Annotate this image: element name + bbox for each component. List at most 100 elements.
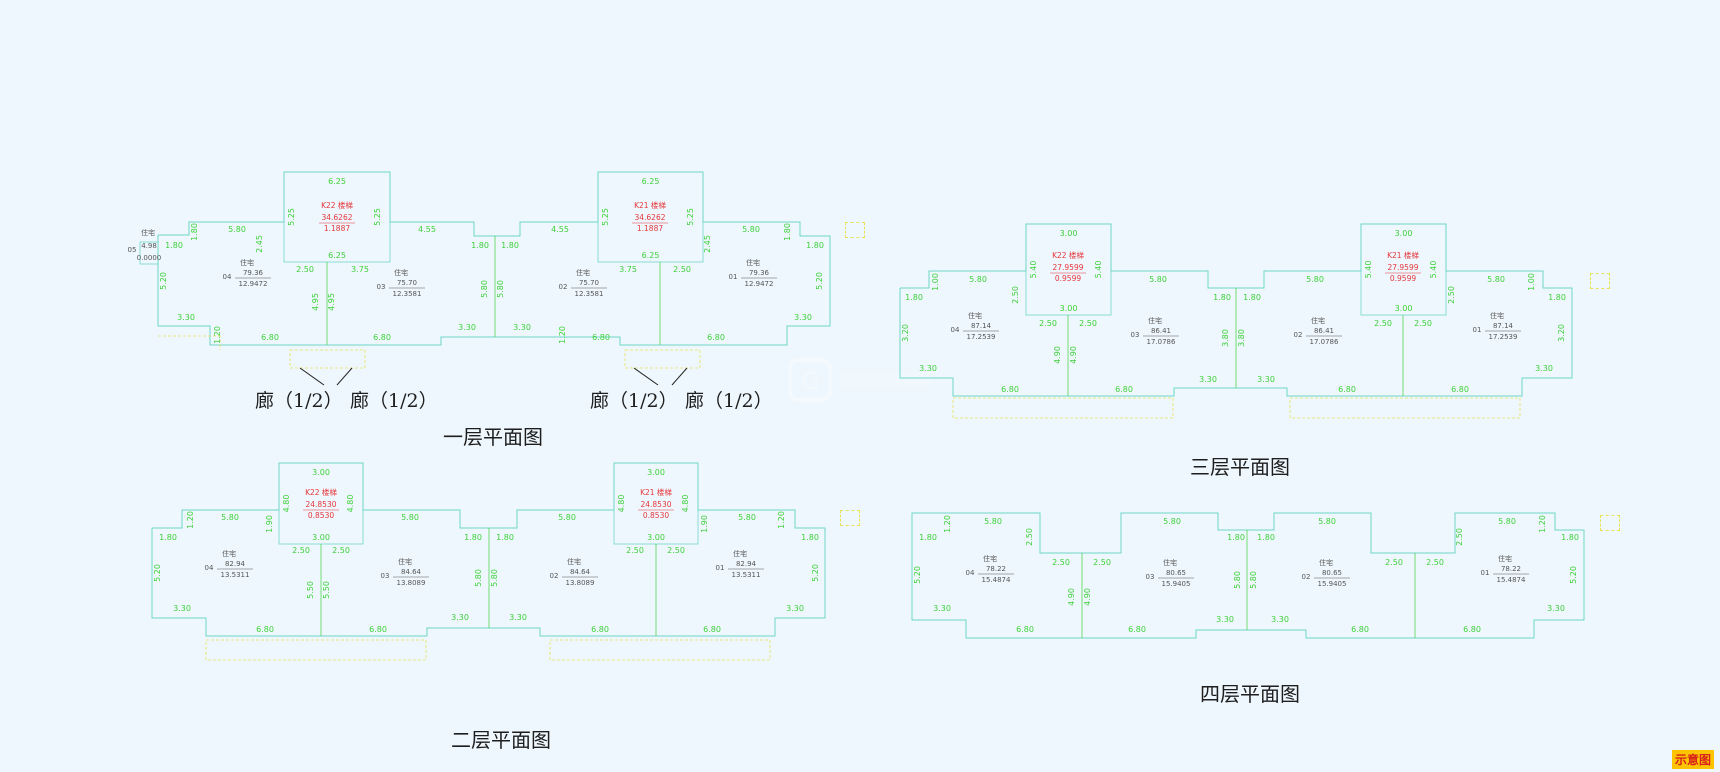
stair-code-label: K22 楼梯 (1052, 250, 1084, 260)
floor4-plan (911, 512, 1585, 639)
stair-top-dim: 3.00 (647, 468, 665, 477)
dimension-label: 5.20 (913, 566, 922, 584)
dimension-label: 3.30 (458, 323, 476, 332)
unit-use-label: 住宅 (1490, 311, 1504, 320)
unit-number-label: 04 (205, 564, 214, 572)
dimension-label: 3.30 (1547, 604, 1565, 613)
unit-number-label: 01 (716, 564, 725, 572)
dimension-label: 1.20 (943, 515, 952, 533)
dimension-label: 3.30 (173, 604, 191, 613)
corridor-label-2: 廊（1/2） (350, 390, 438, 412)
extra-unit-number: 05 (128, 246, 137, 254)
dimension-label: 1.80 (464, 533, 482, 542)
stair-area-label: 34.6262 (321, 213, 352, 222)
unit-share-label: 12.3581 (393, 290, 422, 298)
dimension-label: 6.80 (1115, 385, 1133, 394)
stair-code-label: K22 楼梯 (305, 487, 337, 497)
floor3-stair-k22 (1025, 223, 1112, 316)
stair-right-dim: 4.80 (681, 495, 690, 513)
unit-area-label: 82.94 (225, 560, 246, 568)
dimension-label: 6.80 (707, 333, 725, 342)
dimension-label: 3.30 (177, 313, 195, 322)
unit-area-label: 75.70 (397, 279, 417, 287)
dimension-label: 3.30 (794, 313, 812, 322)
dimension-label: 3.30 (451, 613, 469, 622)
unit-use-label: 住宅 (222, 549, 236, 558)
unit-area-label: 78.22 (986, 565, 1006, 573)
dimension-label: 3.30 (1199, 375, 1217, 384)
corridor-label-4: 廊（1/2） (685, 390, 773, 412)
stair-bottom-dim: 3.00 (1395, 304, 1413, 313)
dimension-label: 1.80 (806, 241, 824, 250)
dimension-label: 6.80 (592, 333, 610, 342)
stair-left-dim: 5.25 (601, 208, 610, 226)
dimension-label: 6.80 (1128, 625, 1146, 634)
stair-right-dim: 4.80 (346, 495, 355, 513)
extra-unit-use: 住宅 (141, 228, 155, 237)
dimension-label: 6.80 (1001, 385, 1019, 394)
stair-bottom-dim: 6.25 (642, 251, 660, 260)
dimension-label: 4.95 (327, 293, 336, 311)
unit-use-label: 住宅 (1498, 554, 1512, 563)
unit-area-label: 79.36 (243, 269, 264, 277)
dimension-label: 3.20 (1557, 324, 1566, 342)
unit-number-label: 04 (951, 326, 960, 334)
dimension-label: 5.80 (1149, 275, 1167, 284)
dimension-label: 6.80 (1338, 385, 1356, 394)
dimension-label: 1.80 (905, 293, 923, 302)
dimension-label: 4.90 (1053, 346, 1062, 364)
unit-share-label: 12.9472 (239, 280, 268, 288)
dimension-label: 1.80 (1213, 293, 1231, 302)
unit-share-label: 15.4874 (1497, 576, 1526, 584)
dimension-label: 1.80 (1243, 293, 1261, 302)
unit-use-label: 住宅 (567, 557, 581, 566)
dimension-label: 6.80 (1351, 625, 1369, 634)
unit-use-label: 住宅 (1311, 316, 1325, 325)
dimension-label: 5.80 (496, 280, 505, 298)
watermark-logo: G (788, 358, 930, 402)
dimension-label: 3.30 (786, 604, 804, 613)
unit-use-label: 住宅 (394, 268, 408, 277)
unit-share-label: 13.5311 (732, 571, 761, 579)
floor2-outline (151, 462, 826, 637)
dimension-label: 1.80 (496, 533, 514, 542)
unit-use-label: 住宅 (398, 557, 412, 566)
dimension-label: 6.80 (256, 625, 274, 634)
unit-area-label: 86.41 (1151, 327, 1171, 335)
unit-area-label: 79.36 (749, 269, 770, 277)
corridor-label-3: 廊（1/2） (590, 390, 678, 412)
yellow-marker-floor2 (840, 510, 860, 526)
dimension-label: 3.75 (619, 265, 637, 274)
stair-left-dim: 5.25 (287, 208, 296, 226)
floor1-stair-k22 (283, 171, 391, 263)
yellow-marker-floor1 (845, 222, 865, 238)
unit-area-label: 78.22 (1501, 565, 1521, 573)
dimension-label: 2.50 (292, 546, 310, 555)
stair-share-label: 0.9599 (1055, 274, 1081, 283)
dimension-label: 5.20 (815, 272, 824, 290)
floor4-title: 四层平面图 (1200, 682, 1300, 706)
dimension-label: 3.30 (933, 604, 951, 613)
unit-use-label: 住宅 (983, 554, 997, 563)
stair-share-label: 0.8530 (643, 511, 669, 520)
unit-area-label: 75.70 (579, 279, 599, 287)
dimension-label: 2.50 (626, 546, 644, 555)
unit-use-label: 住宅 (968, 311, 982, 320)
dimension-label: 4.90 (1067, 588, 1076, 606)
dimension-label: 1.80 (501, 241, 519, 250)
stair-top-dim: 3.00 (312, 468, 330, 477)
stair-left-dim: 4.80 (617, 495, 626, 513)
unit-area-label: 82.94 (736, 560, 757, 568)
unit-area-label: 87.14 (971, 322, 992, 330)
stair-code-label: K21 楼梯 (1387, 250, 1419, 260)
dimension-label: 6.80 (591, 625, 609, 634)
unit-area-label: 80.65 (1322, 569, 1342, 577)
dimension-label: 1.80 (159, 533, 177, 542)
dimension-label: 1.90 (700, 515, 709, 533)
dimension-label: 1.20 (213, 326, 222, 344)
unit-number-label: 04 (223, 273, 232, 281)
dimension-label: 5.80 (474, 569, 483, 587)
dimension-label: 1.20 (558, 326, 567, 344)
floor1-stair-k21 (597, 171, 704, 263)
